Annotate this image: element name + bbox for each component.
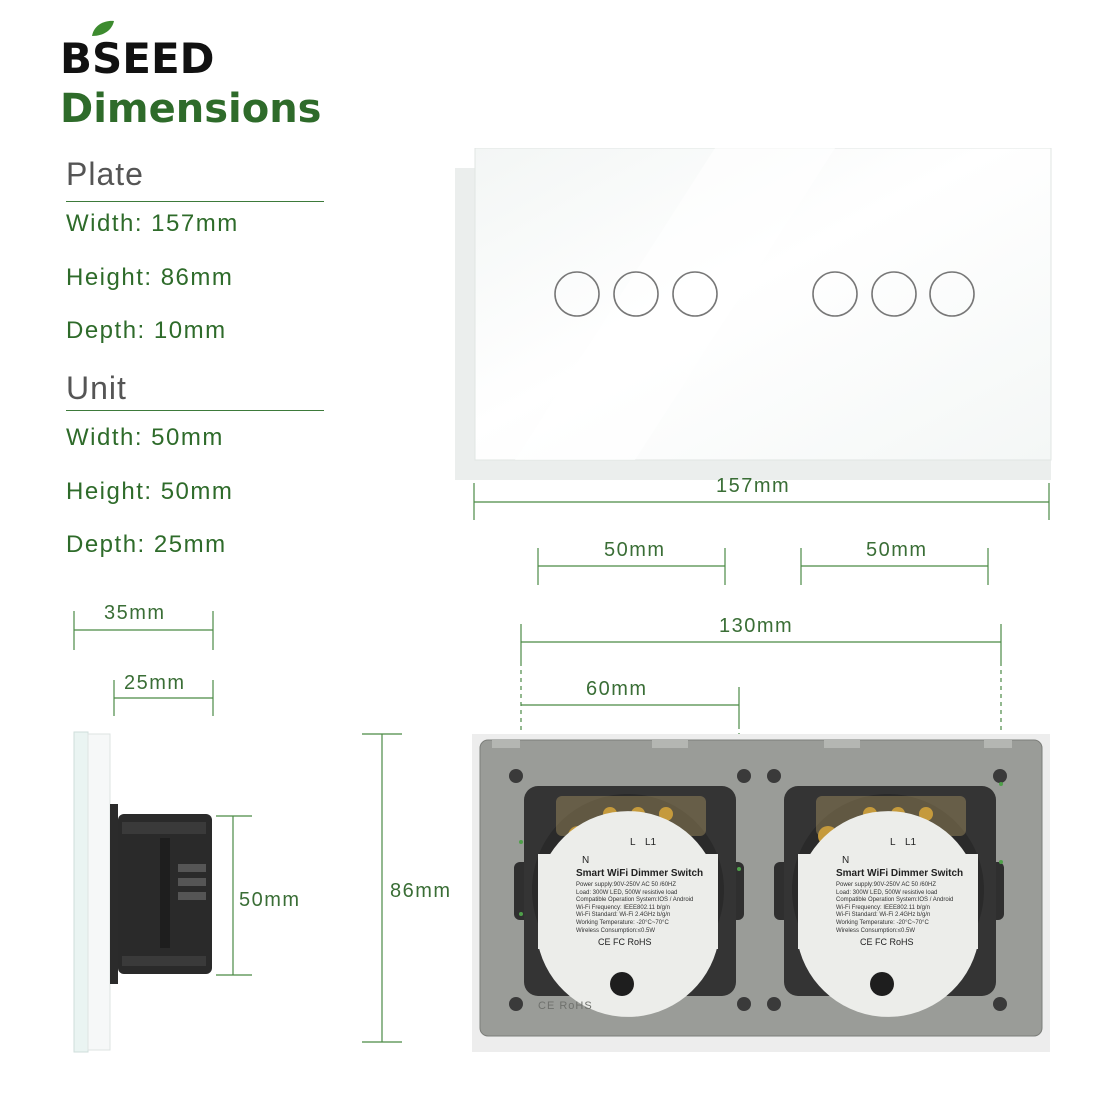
right-unit-width-dim-label: 50mm <box>866 539 928 561</box>
touch-button-group-left <box>554 271 718 317</box>
left-cert-marks: CE FC RoHS <box>598 937 652 947</box>
left-unit-width-dim-label: 50mm <box>604 539 666 561</box>
plate-width-spec: Width: 157mm <box>66 210 239 237</box>
brand-logo: BSEED <box>60 34 215 83</box>
unit-width-spec: Width: 50mm <box>66 424 224 451</box>
left-module-title: Smart WiFi Dimmer Switch <box>576 868 704 879</box>
touch-button-group-right <box>812 271 975 317</box>
right-terminal-n: N <box>842 855 850 866</box>
right-terminal-l: L <box>890 837 896 848</box>
left-module-specs: Power supply:90V-250V AC 50 /60HZ Load: … <box>576 882 694 934</box>
right-dimmer-module <box>784 786 996 1017</box>
plate-height-dim-label: 86mm <box>390 880 452 902</box>
unit-height-spec: Height: 50mm <box>66 478 234 505</box>
left-terminal-n: N <box>582 855 590 866</box>
frame-cert-mark: CE RoHS <box>538 1000 593 1012</box>
plate-section-title: Plate <box>66 156 144 192</box>
plate-back-view <box>472 734 1050 1052</box>
plate-height-spec: Height: 86mm <box>66 264 234 291</box>
hole-spacing-dim-label: 60mm <box>586 678 648 700</box>
page-title: Dimensions <box>60 86 322 132</box>
unit-section-title: Unit <box>66 370 127 406</box>
right-module-title: Smart WiFi Dimmer Switch <box>836 868 964 879</box>
leaf-icon <box>92 20 114 36</box>
left-terminal-l1: L1 <box>645 837 657 848</box>
side-unit-depth-dim-label: 25mm <box>124 672 186 694</box>
left-terminal-l: L <box>630 837 636 848</box>
plate-divider <box>66 201 324 202</box>
left-dimmer-module <box>524 786 736 1017</box>
side-height-dim-label: 50mm <box>239 889 301 911</box>
side-total-depth-dim-label: 35mm <box>104 602 166 624</box>
right-module-specs: Power supply:90V-250V AC 50 /60HZ Load: … <box>836 882 954 934</box>
plate-width-dim-label: 157mm <box>716 475 791 497</box>
right-terminal-l1: L1 <box>905 837 917 848</box>
plate-depth-spec: Depth: 10mm <box>66 317 227 344</box>
mount-spacing-dim-label: 130mm <box>719 615 794 637</box>
unit-divider <box>66 410 324 411</box>
side-view <box>73 731 212 1053</box>
plate-front-view <box>455 148 1052 480</box>
unit-depth-spec: Depth: 25mm <box>66 531 227 558</box>
right-cert-marks: CE FC RoHS <box>860 937 914 947</box>
